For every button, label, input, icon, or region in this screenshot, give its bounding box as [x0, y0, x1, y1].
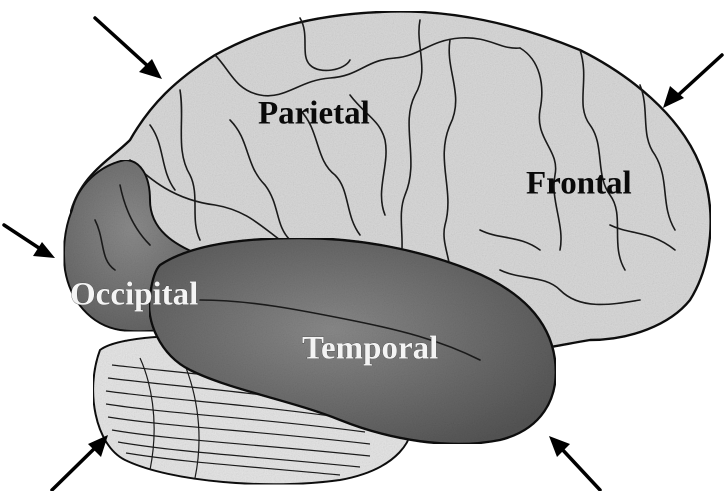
arrow-lower-right — [549, 436, 600, 490]
arrow-lower-left — [52, 435, 108, 490]
temporal-label: Temporal — [302, 331, 438, 367]
frontal-label: Frontal — [526, 166, 632, 202]
parietal-label: Parietal — [258, 96, 370, 132]
arrow-upper-left — [95, 18, 162, 79]
arrow-left — [4, 225, 55, 258]
arrow-upper-right — [663, 55, 722, 108]
occipital-label: Occipital — [70, 277, 198, 313]
